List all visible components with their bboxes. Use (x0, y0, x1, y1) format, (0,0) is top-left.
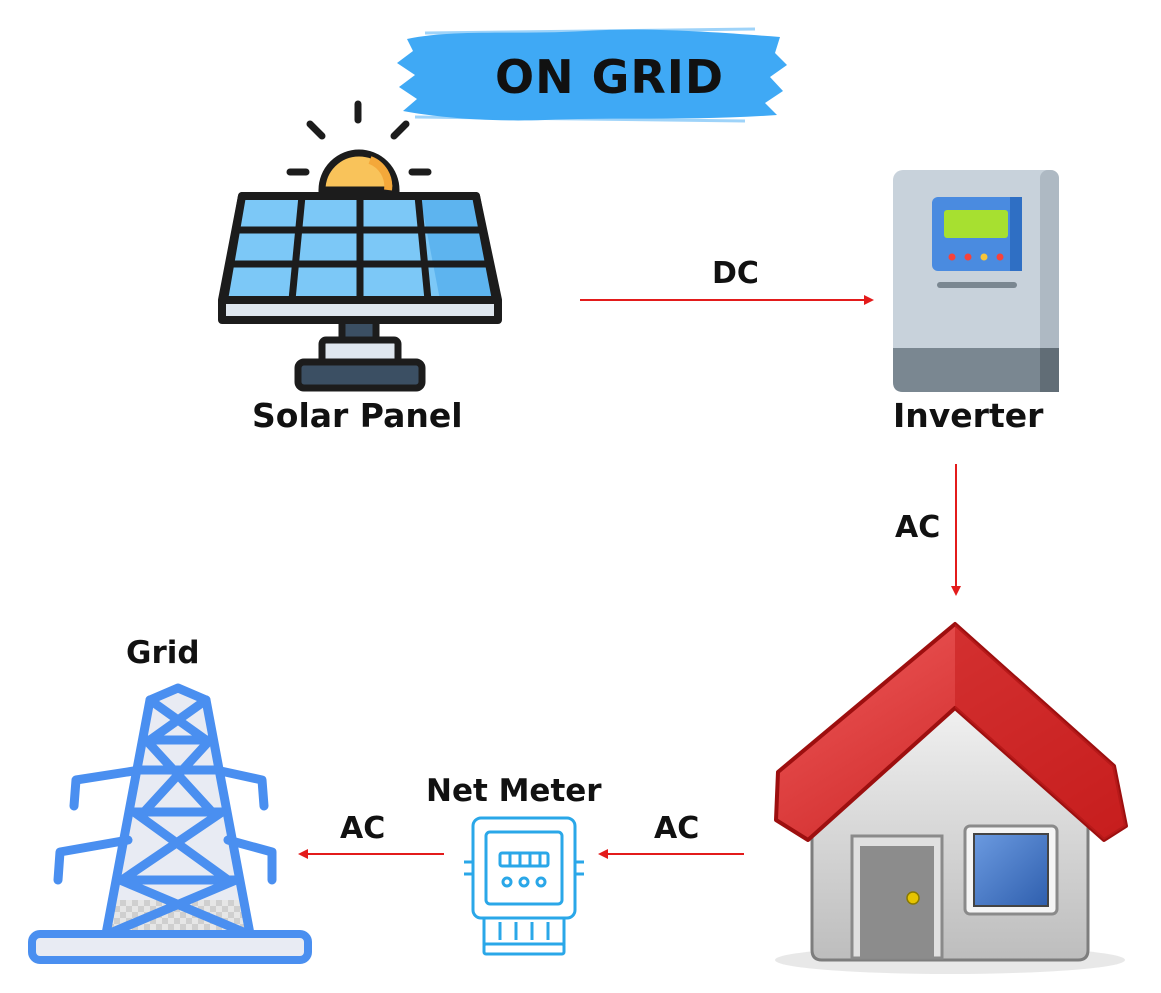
edge-label-ac-house-meter: AC (654, 811, 700, 846)
house-icon (774, 622, 1128, 974)
inverter-icon (893, 170, 1059, 392)
transmission-tower-icon (28, 683, 312, 964)
node-label-solar-panel: Solar Panel (252, 396, 463, 435)
edge-label-dc: DC (712, 256, 759, 291)
edge-label-ac-meter-grid: AC (340, 811, 386, 846)
node-label-grid: Grid (126, 635, 200, 671)
title-brush (397, 27, 787, 123)
page-title: ON GRID (495, 50, 725, 104)
edge-label-ac-inverter-house: AC (895, 510, 941, 545)
electric-meter-icon (464, 816, 584, 956)
node-label-inverter: Inverter (893, 396, 1044, 435)
solar-panel-icon (218, 100, 502, 392)
node-label-net-meter: Net Meter (426, 773, 602, 809)
